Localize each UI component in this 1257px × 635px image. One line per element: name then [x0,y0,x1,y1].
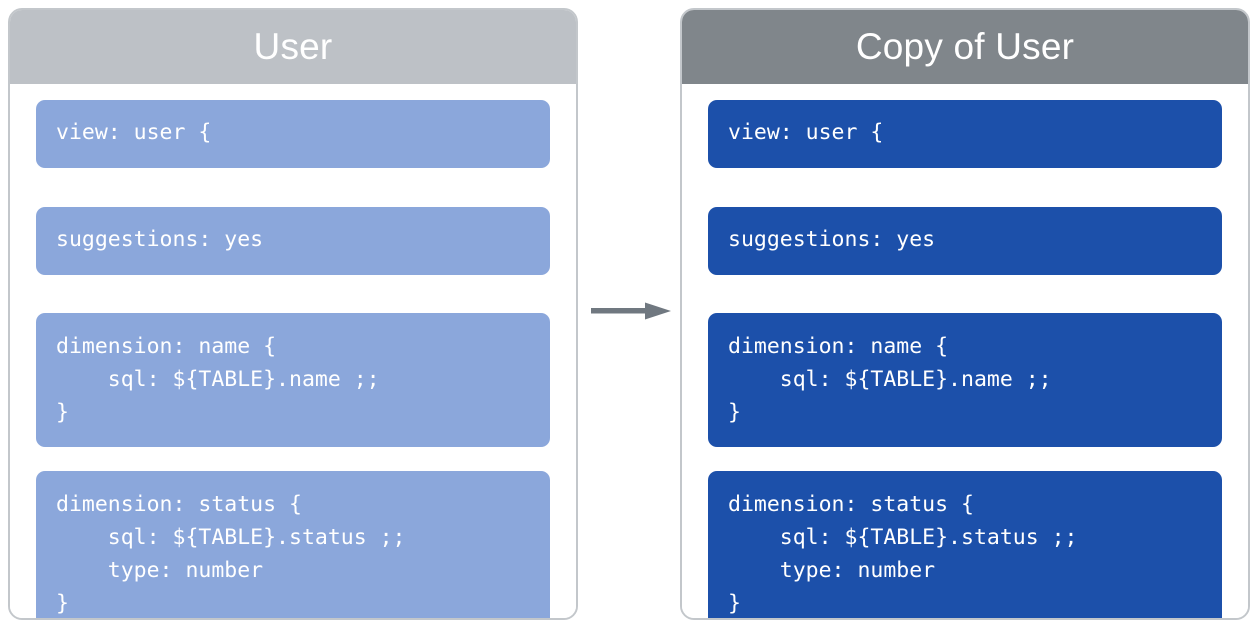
source-block-dimension-status: dimension: status { sql: ${TABLE}.status… [36,471,550,618]
arrow-right-icon [591,302,671,320]
panel-source-view: User view: user { suggestions: yes dimen… [8,8,578,620]
panel-source-title: User [10,10,576,84]
copy-block-view-declaration: view: user { [708,100,1222,168]
copy-block-dimension-name: dimension: name { sql: ${TABLE}.name ;; … [708,313,1222,447]
panel-copy-title: Copy of User [682,10,1248,84]
source-block-view-declaration: view: user { [36,100,550,168]
copy-block-suggestions-setting: suggestions: yes [708,207,1222,275]
panel-copy-body: view: user { suggestions: yes dimension:… [682,84,1248,618]
copies-to-arrow [591,296,673,326]
panel-source-body: view: user { suggestions: yes dimension:… [10,84,576,618]
panel-copy-view: Copy of User view: user { suggestions: y… [680,8,1250,620]
copy-block-dimension-status: dimension: status { sql: ${TABLE}.status… [708,471,1222,618]
source-block-suggestions-setting: suggestions: yes [36,207,550,275]
source-block-dimension-name: dimension: name { sql: ${TABLE}.name ;; … [36,313,550,447]
